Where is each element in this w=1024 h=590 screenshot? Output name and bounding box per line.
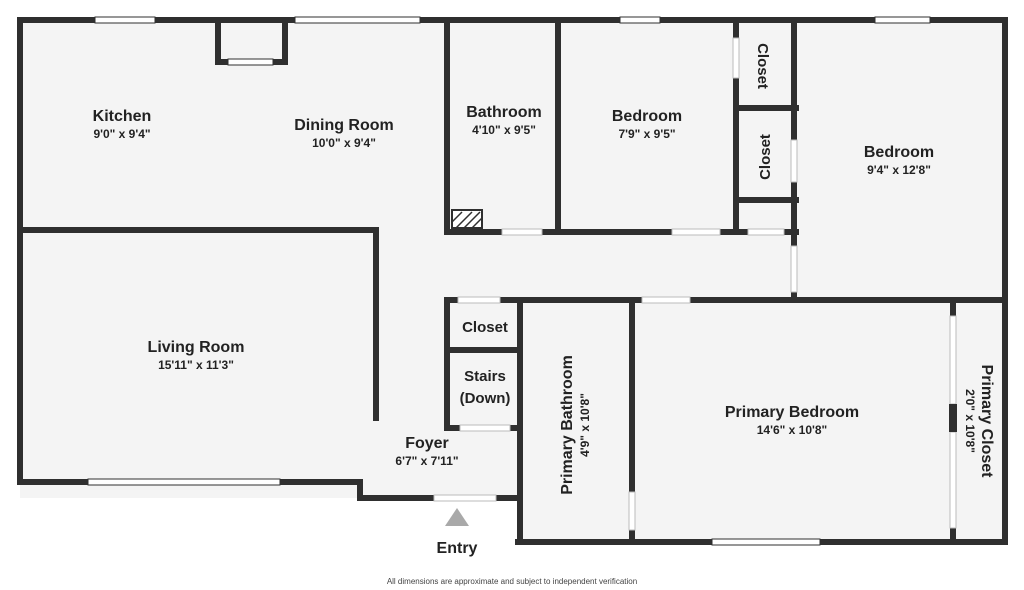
- bedroom-2-dims: 9'4" x 12'8": [867, 163, 931, 177]
- stairs-name: Stairs: [464, 368, 506, 385]
- bedroom-2-name: Bedroom: [864, 144, 934, 161]
- floor-area: [20, 20, 1005, 542]
- primary-closet-name: Primary Closet: [978, 365, 995, 479]
- closet-hall-name: Closet: [462, 319, 508, 336]
- bedroom-1-dims: 7'9" x 9'5": [618, 127, 675, 141]
- entry-arrow-icon: [445, 508, 469, 526]
- kitchen-dims: 9'0" x 9'4": [93, 127, 150, 141]
- closet-divider: [949, 404, 957, 432]
- bathroom-dims: 4'10" x 9'5": [472, 123, 536, 137]
- primary-bathroom-dims: 4'9" x 10'8": [578, 393, 592, 457]
- bathroom-name: Bathroom: [466, 104, 542, 121]
- dining-room-name: Dining Room: [294, 117, 394, 134]
- windows: [87, 16, 931, 546]
- vent-icon: [451, 209, 483, 229]
- closet-top-name: Closet: [754, 43, 771, 89]
- dining-room-dims: 10'0" x 9'4": [312, 136, 376, 150]
- disclaimer: All dimensions are approximate and subje…: [387, 577, 637, 586]
- primary-bathroom-name: Primary Bathroom: [559, 355, 576, 495]
- bedroom-1-name: Bedroom: [612, 108, 682, 125]
- primary-closet-dims: 2'0" x 10'8": [963, 389, 977, 453]
- closet-mid-name: Closet: [757, 134, 774, 180]
- doorways: [433, 37, 957, 531]
- foyer-name: Foyer: [405, 435, 449, 452]
- stairs-direction: (Down): [460, 390, 511, 407]
- living-room-dims: 15'11" x 11'3": [158, 358, 234, 372]
- primary-bedroom-name: Primary Bedroom: [725, 404, 859, 421]
- kitchen-name: Kitchen: [93, 108, 152, 125]
- living-room-name: Living Room: [148, 339, 245, 356]
- foyer-dims: 6'7" x 7'11": [395, 454, 458, 468]
- entry-label: Entry: [437, 540, 478, 557]
- primary-bedroom-dims: 14'6" x 10'8": [757, 423, 827, 437]
